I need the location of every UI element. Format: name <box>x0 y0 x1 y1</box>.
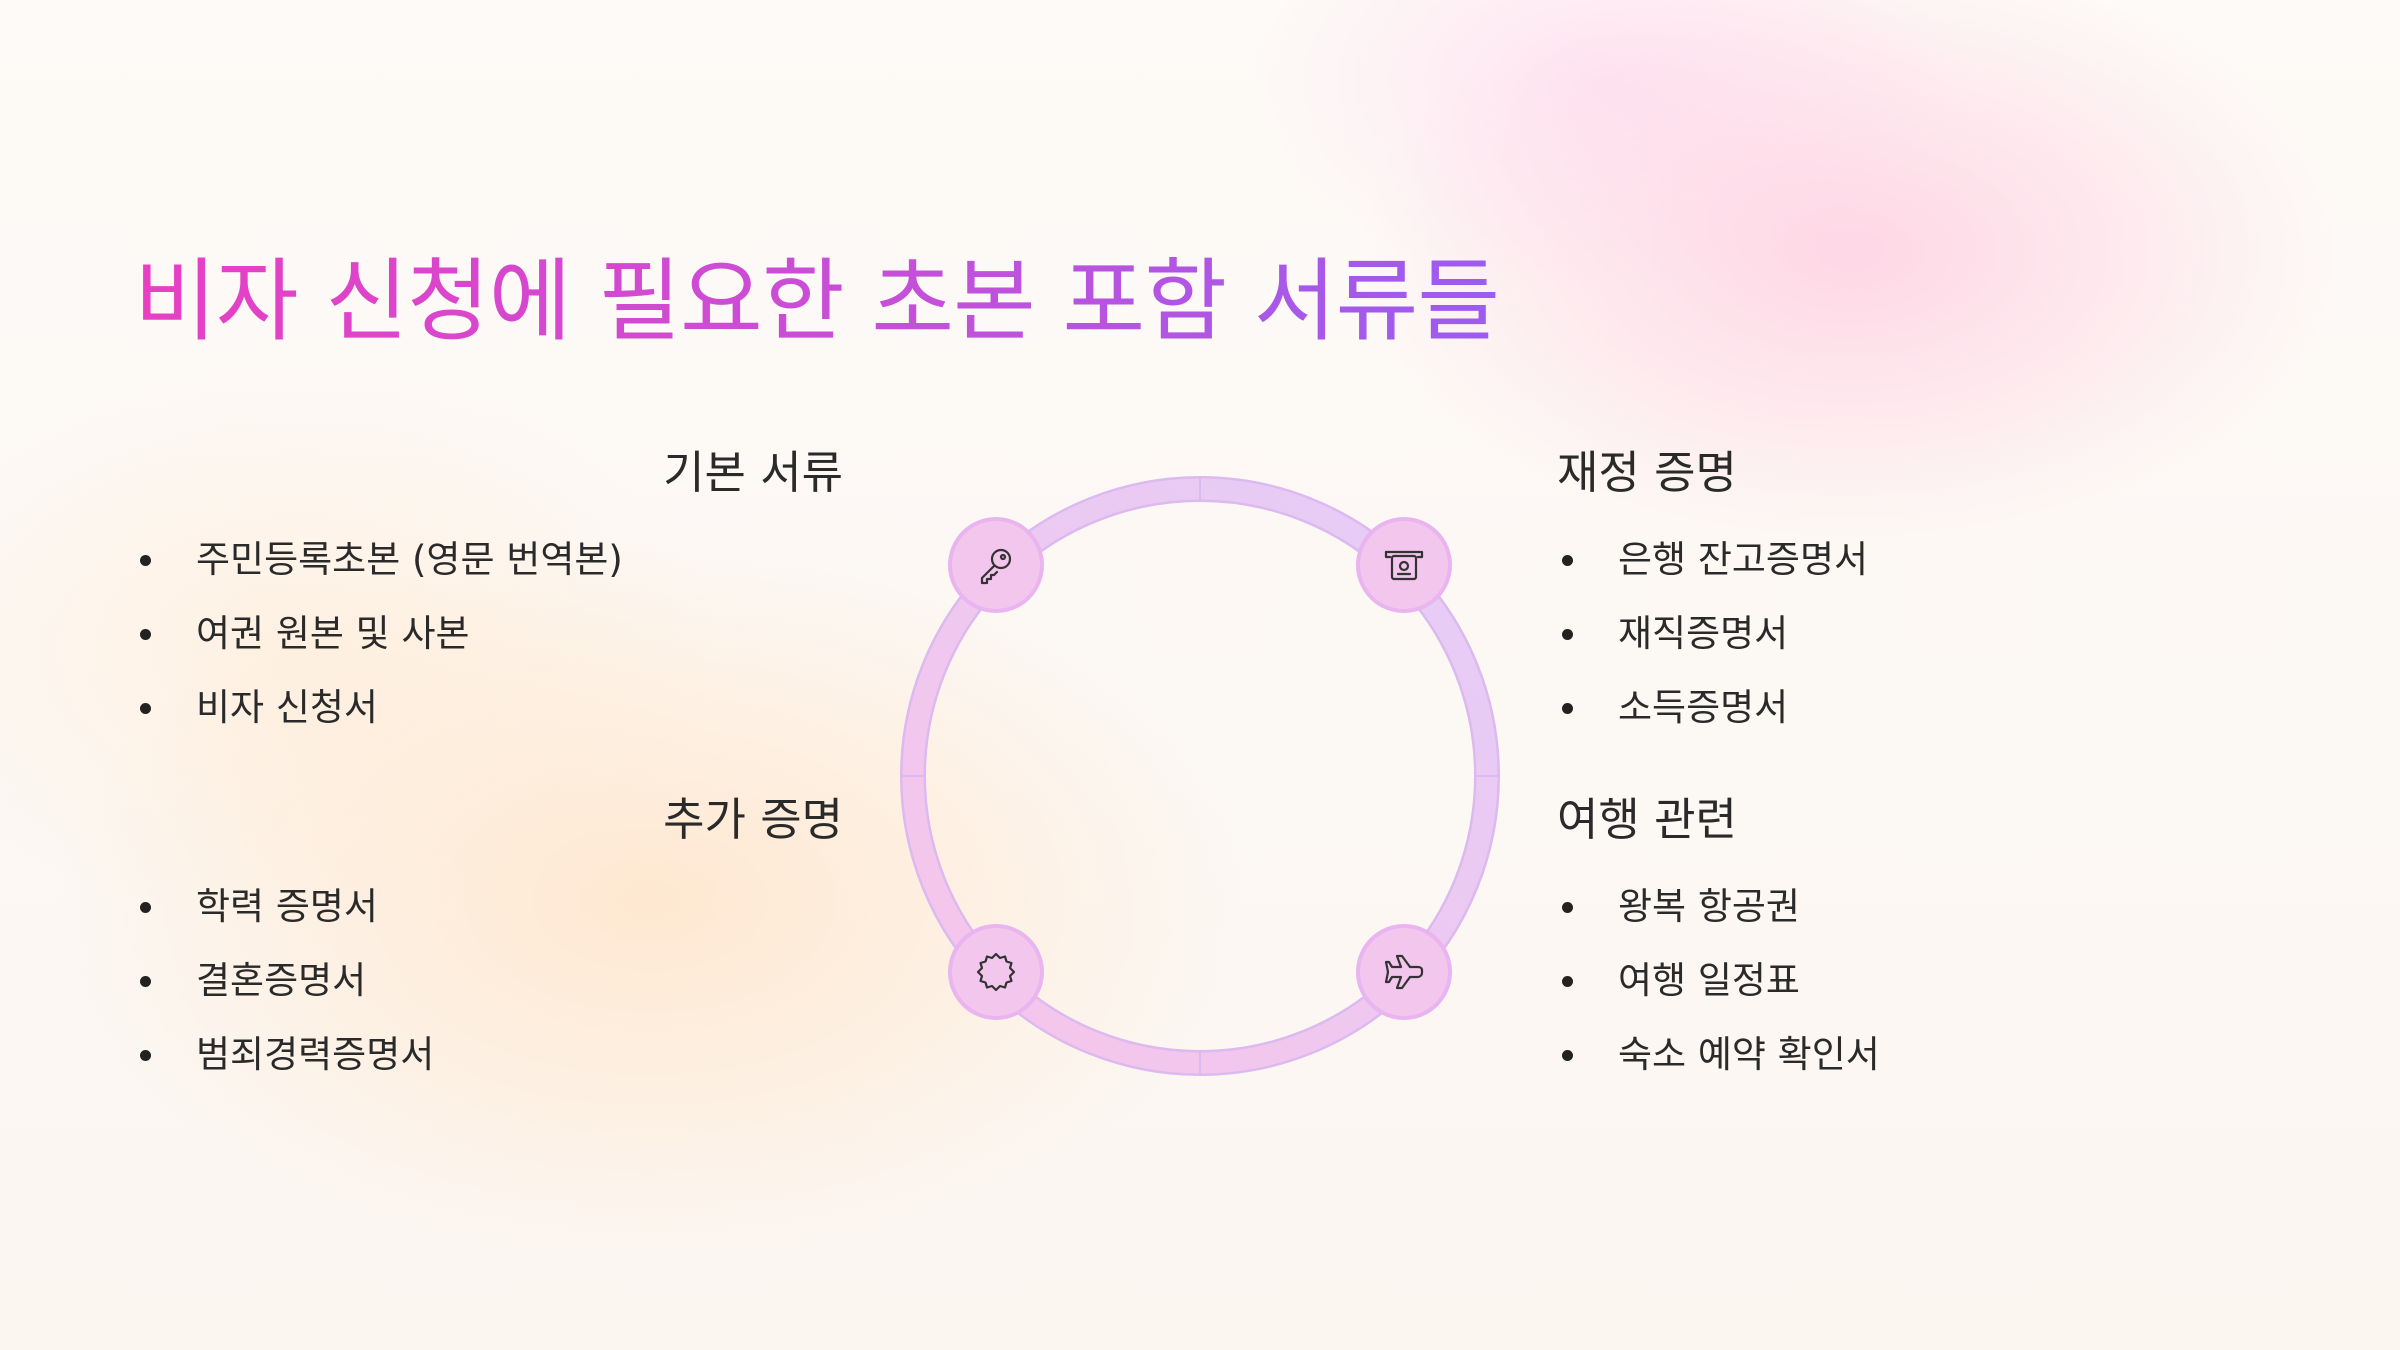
node-financial-proof <box>1356 517 1452 613</box>
list-item-text: 재직증명서 <box>1618 612 1789 655</box>
list-item-text: 범죄경력증명서 <box>196 1033 435 1076</box>
list-item: 주민등록초본 (영문 번역본) <box>134 523 623 597</box>
bullet <box>1562 1050 1573 1061</box>
list-item-text: 은행 잔고증명서 <box>1618 538 1869 581</box>
list-item: 학력 증명서 <box>134 870 434 944</box>
node-basic-documents <box>948 517 1044 613</box>
list-basic-documents: 주민등록초본 (영문 번역본) 여권 원본 및 사본 비자 신청서 <box>134 523 623 745</box>
bullet <box>1562 902 1573 913</box>
atm-icon <box>1384 550 1424 581</box>
list-item: 재직증명서 <box>1556 597 1868 671</box>
bullet <box>1562 555 1573 566</box>
list-item: 소득증명서 <box>1556 671 1868 745</box>
list-item-text: 소득증명서 <box>1618 686 1789 729</box>
list-item: 결혼증명서 <box>134 944 434 1018</box>
list-item-text: 숙소 예약 확인서 <box>1618 1033 1880 1076</box>
bullet <box>1562 976 1573 987</box>
list-item: 비자 신청서 <box>134 671 623 745</box>
list-item-text: 주민등록초본 (영문 번역본) <box>196 538 623 581</box>
list-item-text: 결혼증명서 <box>196 959 367 1002</box>
list-additional-proof: 학력 증명서 결혼증명서 범죄경력증명서 <box>134 870 434 1092</box>
list-item-text: 학력 증명서 <box>196 885 378 928</box>
airplane-icon <box>1384 954 1424 990</box>
bullet <box>140 555 151 566</box>
page-title: 비자 신청에 필요한 초본 포함 서류들 <box>134 249 1500 354</box>
list-item: 왕복 항공권 <box>1556 870 1880 944</box>
list-item: 범죄경력증명서 <box>134 1018 434 1092</box>
bullet <box>140 976 151 987</box>
list-item: 숙소 예약 확인서 <box>1556 1018 1880 1092</box>
list-item: 여권 원본 및 사본 <box>134 597 623 671</box>
section-heading-additional-proof: 추가 증명 <box>663 793 843 846</box>
section-heading-basic-documents: 기본 서류 <box>663 446 843 499</box>
cycle-ring <box>900 476 1500 1076</box>
cycle-diagram <box>880 456 1520 1096</box>
list-item-text: 여권 원본 및 사본 <box>196 612 470 655</box>
list-item-text: 여행 일정표 <box>1618 959 1800 1002</box>
section-heading-financial-proof: 재정 증명 <box>1557 446 1737 499</box>
list-item: 여행 일정표 <box>1556 944 1880 1018</box>
node-travel <box>1356 924 1452 1020</box>
badge-icon <box>976 952 1016 992</box>
bullet <box>140 902 151 913</box>
list-item-text: 왕복 항공권 <box>1618 885 1800 928</box>
list-financial-proof: 은행 잔고증명서 재직증명서 소득증명서 <box>1556 523 1868 745</box>
bullet <box>140 1050 151 1061</box>
node-additional-proof <box>948 924 1044 1020</box>
key-icon <box>980 548 1012 585</box>
list-item-text: 비자 신청서 <box>196 686 378 729</box>
list-item: 은행 잔고증명서 <box>1556 523 1868 597</box>
bullet <box>1562 629 1573 640</box>
list-travel: 왕복 항공권 여행 일정표 숙소 예약 확인서 <box>1556 870 1880 1092</box>
bullet <box>140 703 151 714</box>
bullet <box>1562 703 1573 714</box>
bullet <box>140 629 151 640</box>
section-heading-travel: 여행 관련 <box>1557 793 1737 846</box>
